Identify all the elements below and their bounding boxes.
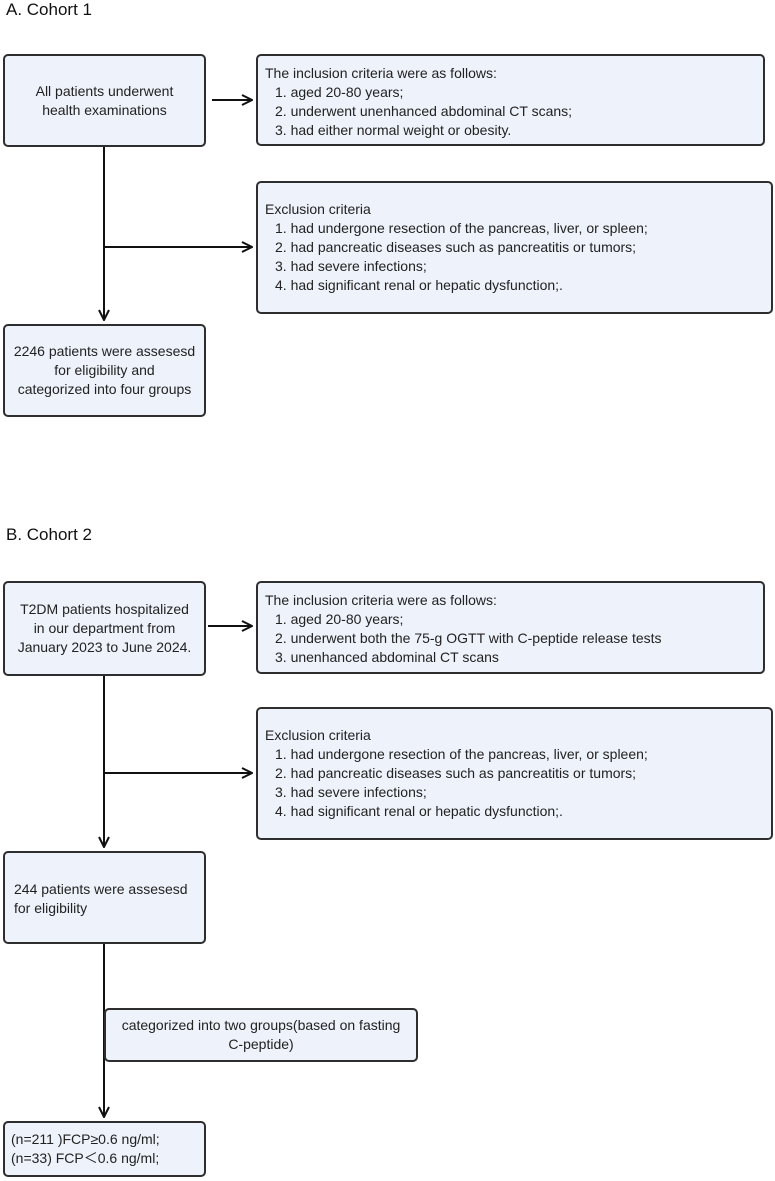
exclusion-item: 1. had undergone resection of the pancre…	[275, 220, 648, 236]
exclusion-item: 1. had undergone resection of the pancre…	[275, 746, 648, 762]
cohort2-exclusion-box: Exclusion criteria 1. had undergone rese…	[256, 707, 773, 840]
inclusion-item: 1. aged 20-80 years;	[275, 611, 404, 627]
exclusion-heading: Exclusion criteria	[265, 201, 371, 217]
box-line: in our department from	[33, 620, 176, 636]
box-line: categorized into two groups(based on fas…	[121, 1017, 401, 1033]
cohort2-start-box: T2DM patients hospitalized in our depart…	[3, 581, 206, 676]
box-line: C-peptide)	[228, 1036, 294, 1052]
inclusion-item: 1. aged 20-80 years;	[275, 84, 404, 100]
cohort1-start-box: All patients underwent health examinatio…	[3, 54, 206, 147]
inclusion-heading: The inclusion criteria were as follows:	[265, 65, 497, 81]
exclusion-item: 2. had pancreatic diseases such as pancr…	[275, 239, 637, 255]
cohort1-exclusion-box: Exclusion criteria 1. had undergone rese…	[256, 181, 773, 314]
exclusion-item: 2. had pancreatic diseases such as pancr…	[275, 765, 637, 781]
exclusion-heading: Exclusion criteria	[265, 727, 371, 743]
box-line: health examinations	[42, 101, 167, 118]
exclusion-item: 3. had severe infections;	[275, 258, 427, 274]
box-line: All patients underwent	[35, 82, 174, 99]
cohort1-result-box: 2246 patients were assesesd for eligibil…	[3, 324, 206, 417]
inclusion-item: 2. underwent unenhanced abdominal CT sca…	[275, 103, 573, 119]
cohort2-categorize-box: categorized into two groups(based on fas…	[104, 1008, 418, 1062]
box-line: T2DM patients hospitalized	[20, 601, 189, 617]
box-line: for eligibility and	[54, 362, 155, 378]
box-line: 2246 patients were assesesd	[13, 343, 196, 359]
inclusion-item: 3. unenhanced abdominal CT scans	[275, 649, 499, 665]
cohort1-inclusion-box: The inclusion criteria were as follows: …	[256, 54, 765, 146]
inclusion-item: 3. had either normal weight or obesity.	[275, 122, 512, 138]
inclusion-heading: The inclusion criteria were as follows:	[265, 592, 497, 608]
exclusion-item: 3. had severe infections;	[275, 784, 427, 800]
box-line: 244 patients were assesesd	[14, 880, 188, 897]
cohort2-inclusion-box: The inclusion criteria were as follows: …	[256, 581, 765, 674]
box-line: for eligibility	[14, 899, 88, 916]
box-line: categorized into four groups	[17, 381, 192, 397]
cohort2-title: B. Cohort 2	[6, 525, 92, 544]
cohort1-title: A. Cohort 1	[6, 0, 92, 19]
group-line: (n=211 )FCP≥0.6 ng/ml;	[11, 1131, 160, 1147]
cohort2-groups-box: (n=211 )FCP≥0.6 ng/ml; (n=33) FCP＜0.6 ng…	[3, 1121, 206, 1177]
inclusion-item: 2. underwent both the 75-g OGTT with C-p…	[275, 630, 662, 646]
exclusion-item: 4. had significant renal or hepatic dysf…	[275, 803, 563, 819]
box-line: January 2023 to June 2024.	[17, 639, 192, 655]
cohort2-eligibility-box: 244 patients were assesesd for eligibili…	[3, 851, 206, 944]
group-line: (n=33) FCP＜0.6 ng/ml;	[11, 1150, 160, 1166]
exclusion-item: 4. had significant renal or hepatic dysf…	[275, 277, 563, 293]
